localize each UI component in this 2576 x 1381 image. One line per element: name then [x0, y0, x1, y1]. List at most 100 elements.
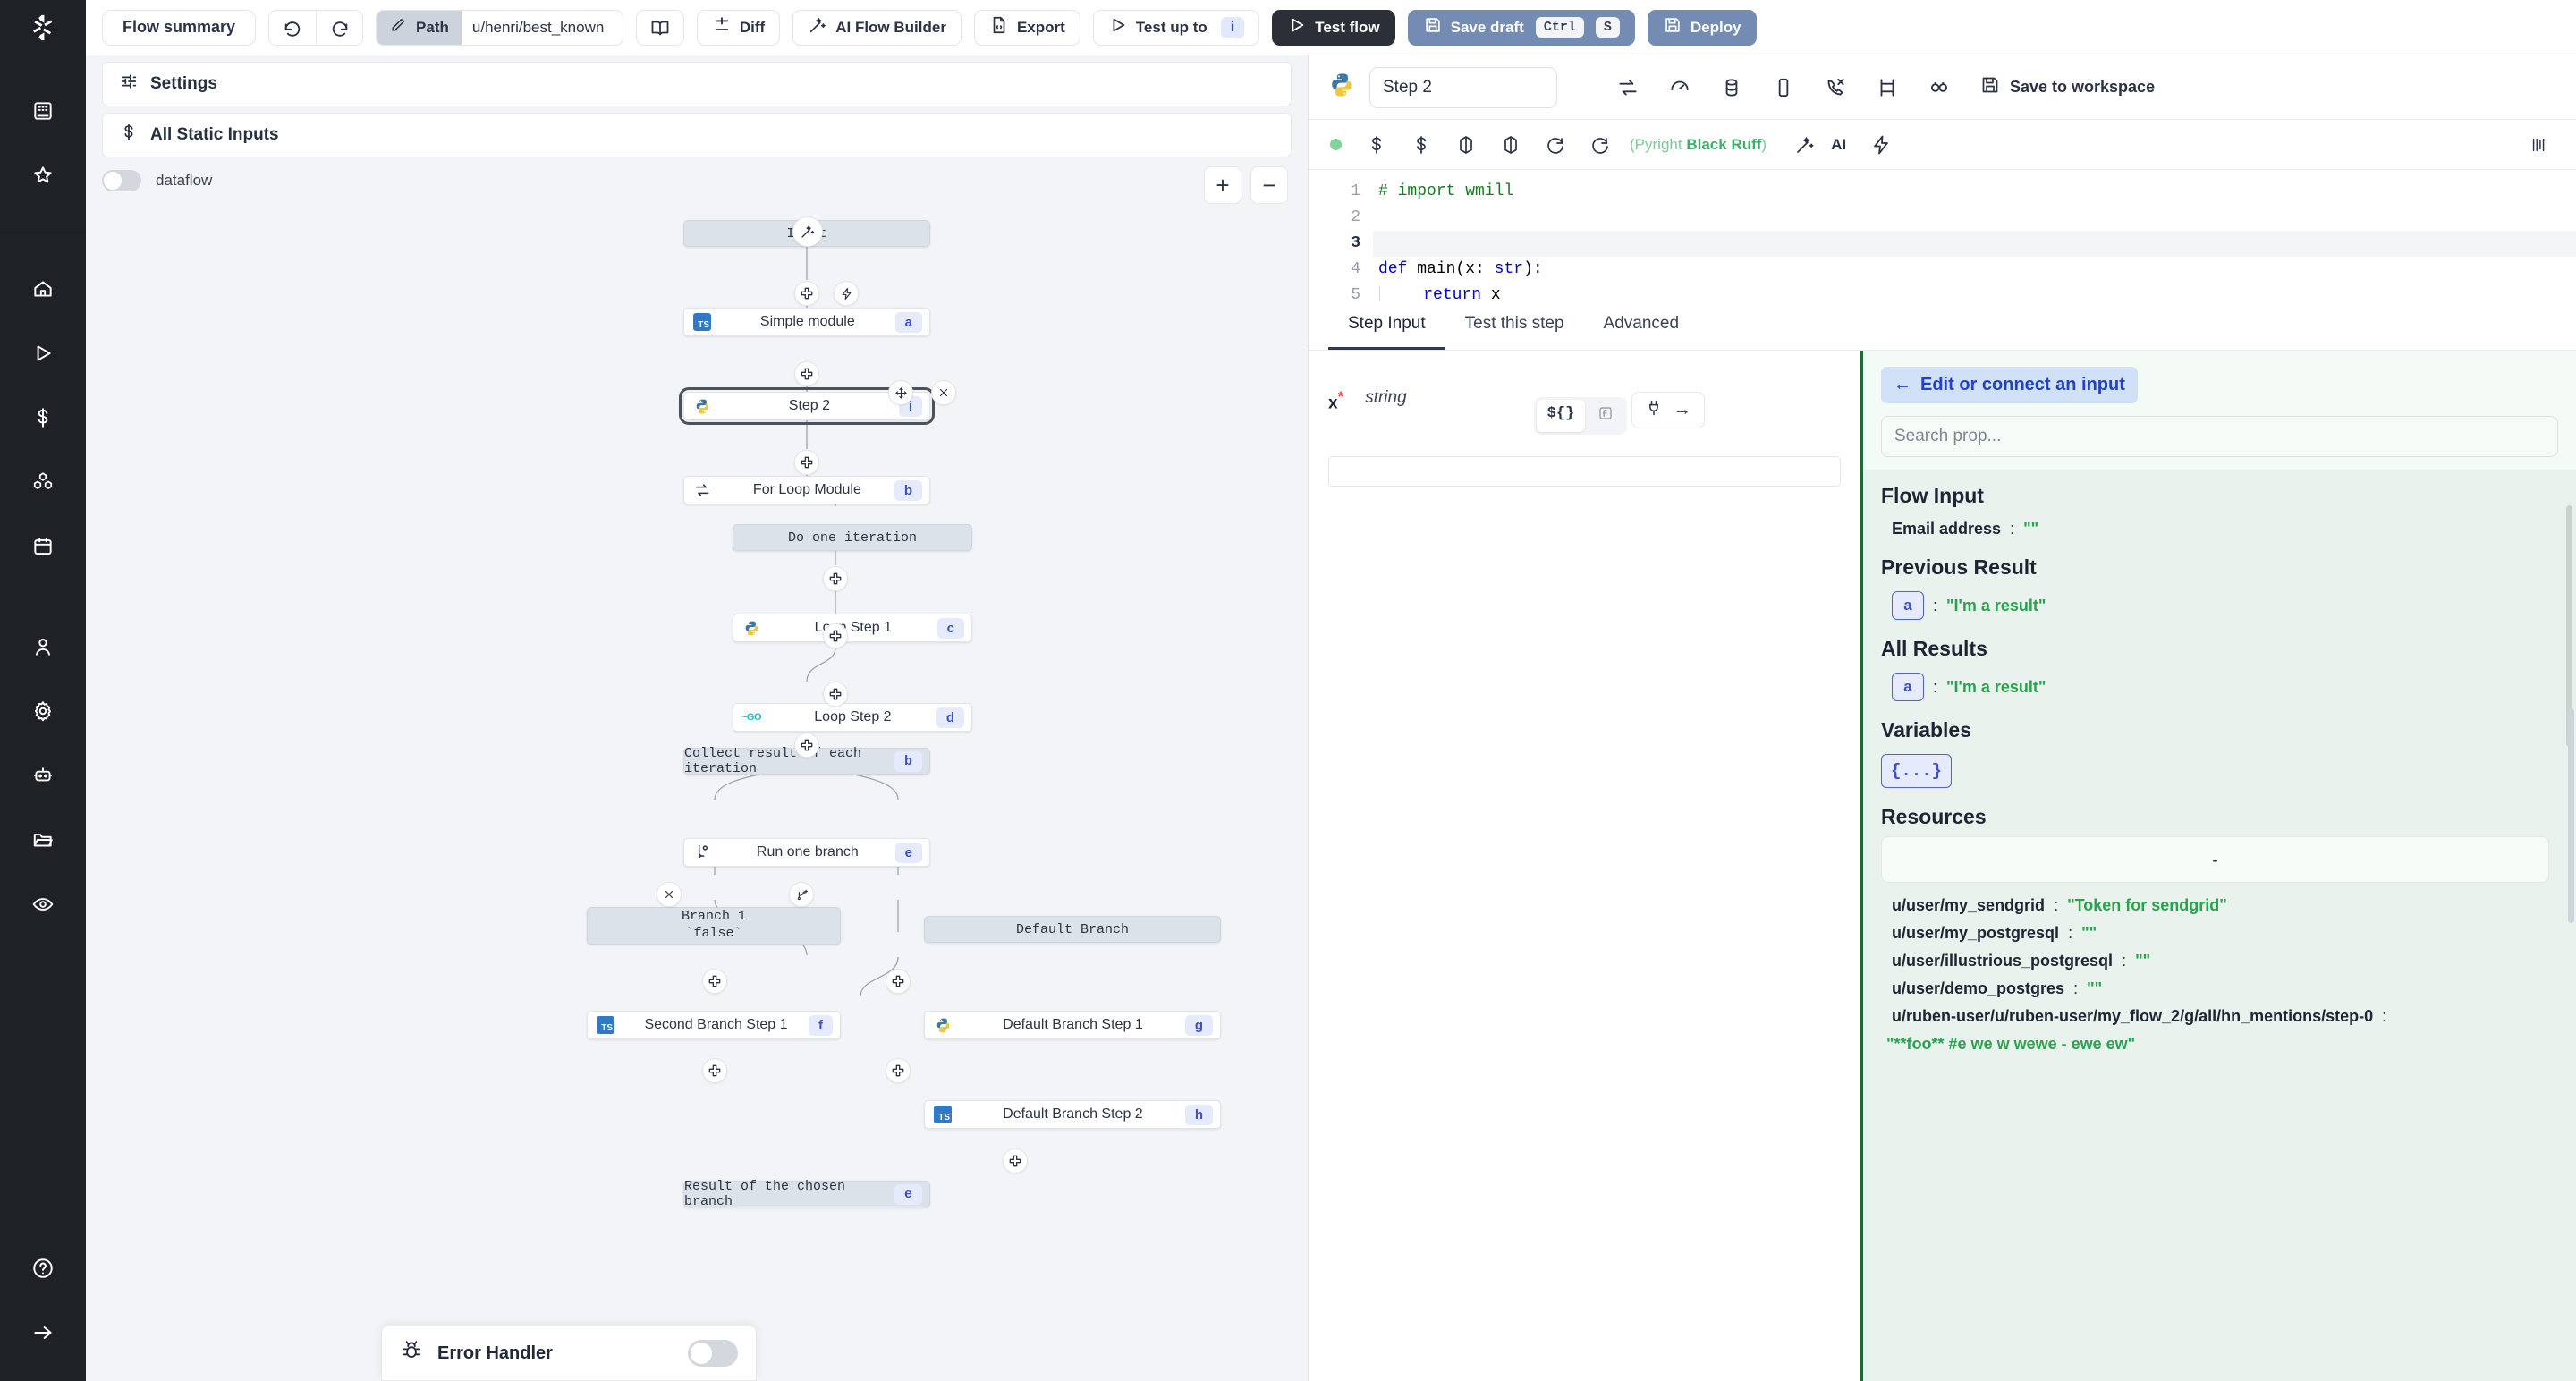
add-step-button[interactable]	[702, 969, 727, 994]
flow-node-do-one-iteration[interactable]: Do one iteration	[733, 524, 972, 551]
flow-node-default-branch[interactable]: Default Branch	[924, 916, 1221, 943]
edit-or-connect-input-button[interactable]: ← Edit or connect an input	[1881, 367, 2138, 403]
add-step-button[interactable]	[886, 1058, 911, 1083]
kv-row[interactable]: u/user/my_sendgrid : "Token for sendgrid…	[1881, 892, 2558, 919]
reset-icon[interactable]	[1581, 126, 1619, 164]
database-icon[interactable]	[1713, 69, 1750, 106]
kv-row[interactable]: u/user/demo_postgres : ""	[1881, 975, 2558, 1003]
delete-node-button[interactable]	[931, 380, 956, 405]
tab-step-input[interactable]: Step Input	[1328, 301, 1445, 350]
save-to-workspace-button[interactable]: Save to workspace	[1979, 74, 2155, 100]
add-step-button[interactable]	[702, 1058, 727, 1083]
zoom-in-button[interactable]: +	[1204, 166, 1241, 204]
sidebar-item-workspace[interactable]	[18, 79, 68, 143]
flow-node-chosen-branch-result[interactable]: Result of the chosen branch e	[683, 1179, 930, 1209]
sidebar-item-settings[interactable]	[18, 679, 68, 743]
minimap-icon[interactable]	[2521, 126, 2558, 164]
ai-label[interactable]: AI	[1831, 135, 1847, 153]
move-node-handle[interactable]	[888, 380, 913, 405]
add-step-button[interactable]	[794, 733, 819, 758]
variable-insert-icon[interactable]	[1358, 126, 1395, 164]
flow-node-simple-module[interactable]: TS Simple module a	[683, 308, 930, 336]
kv-row[interactable]: Email address : ""	[1881, 515, 2558, 543]
error-handler-panel[interactable]: Error Handler	[381, 1326, 757, 1381]
package-lock-icon[interactable]	[1492, 126, 1530, 164]
export-button[interactable]: Export	[973, 9, 1080, 46]
connect-panel-scroll[interactable]: Flow Input Email address : "" Previous R…	[1863, 470, 2576, 1381]
flow-node-branch-1[interactable]: Branch 1 `false`	[587, 907, 841, 945]
result-chip[interactable]: a	[1892, 673, 1924, 701]
add-step-button[interactable]	[823, 623, 848, 648]
sidebar-item-workers[interactable]	[18, 743, 68, 808]
add-step-button[interactable]	[794, 361, 819, 386]
mode-static-button[interactable]	[1587, 400, 1624, 432]
sidebar-item-user[interactable]	[18, 614, 68, 679]
dataflow-toggle[interactable]	[102, 170, 141, 191]
add-branch-button[interactable]	[789, 882, 814, 907]
mock-icon[interactable]	[1920, 69, 1958, 106]
sidebar-item-favorites[interactable]	[18, 143, 68, 208]
diff-button[interactable]: Diff	[696, 9, 781, 46]
code-editor[interactable]: 1 2 3 4 5 # import wmill def main(x: str…	[1309, 170, 2576, 301]
kv-row[interactable]: u/user/illustrious_postgresql : ""	[1881, 947, 2558, 975]
sidebar-item-audit-logs[interactable]	[18, 872, 68, 936]
format-lightning-icon[interactable]	[1862, 126, 1900, 164]
flow-node-for-loop[interactable]: For Loop Module b	[683, 476, 930, 504]
redo-icon[interactable]	[316, 10, 363, 45]
retries-icon[interactable]	[1609, 69, 1647, 106]
static-inputs-accordion[interactable]: All Static Inputs	[102, 113, 1292, 157]
sidebar-item-resources[interactable]	[18, 450, 68, 514]
ai-flow-builder-button[interactable]: AI Flow Builder	[792, 9, 962, 46]
flow-node-default-branch-step-2[interactable]: TS Default Branch Step 2 h	[924, 1100, 1221, 1129]
sidebar-item-help[interactable]	[18, 1236, 68, 1301]
error-handler-toggle[interactable]	[688, 1340, 738, 1367]
connect-input-button[interactable]: →	[1631, 392, 1705, 428]
suspend-gate-icon[interactable]	[1868, 69, 1906, 106]
code-text[interactable]: # import wmill def main(x: str): return …	[1373, 170, 2576, 301]
test-up-to-button[interactable]: Test up to i	[1092, 9, 1260, 46]
sidebar-item-expand[interactable]	[18, 1301, 68, 1365]
add-step-button[interactable]	[823, 682, 848, 707]
flow-node-loop-step-2[interactable]: ~GO Loop Step 2 d	[733, 703, 972, 732]
tab-advanced[interactable]: Advanced	[1603, 314, 1680, 333]
test-flow-button[interactable]: Test flow	[1272, 9, 1395, 46]
sidebar-item-home[interactable]	[18, 257, 68, 321]
add-step-button[interactable]	[886, 969, 911, 994]
stopwatch-icon[interactable]	[1661, 69, 1699, 106]
kv-row[interactable]: a : "I'm a result"	[1881, 668, 2558, 706]
resources-empty-box[interactable]: -	[1881, 836, 2549, 883]
resource-insert-icon[interactable]	[1402, 126, 1440, 164]
package-icon[interactable]	[1447, 126, 1485, 164]
reload-icon[interactable]	[1537, 126, 1574, 164]
add-step-button[interactable]	[823, 566, 848, 591]
flow-summary-button[interactable]: Flow summary	[102, 9, 257, 46]
search-prop-input[interactable]	[1881, 416, 2558, 457]
add-trigger-button[interactable]	[834, 281, 859, 306]
windmill-logo-icon[interactable]	[0, 0, 86, 55]
path-label-block[interactable]: Path	[377, 10, 462, 45]
add-step-button[interactable]	[1003, 1148, 1028, 1173]
path-input[interactable]	[461, 10, 623, 45]
kv-row[interactable]: a : "I'm a result"	[1881, 587, 2558, 624]
magic-wand-icon[interactable]	[1786, 126, 1824, 164]
book-icon[interactable]	[635, 9, 684, 46]
add-step-button[interactable]	[794, 450, 819, 475]
concurrency-icon[interactable]	[1765, 69, 1802, 106]
save-draft-button[interactable]: Save draft Ctrl S	[1407, 9, 1635, 46]
kv-row[interactable]: {...}	[1881, 750, 2558, 792]
flow-node-second-branch-step-1[interactable]: TS Second Branch Step 1 f	[587, 1011, 841, 1039]
kv-row[interactable]: u/user/my_postgresql : ""	[1881, 919, 2558, 947]
ai-step-button[interactable]	[792, 216, 823, 247]
mode-dynamic-button[interactable]: ${}	[1536, 400, 1586, 432]
flow-node-default-branch-step-1[interactable]: Default Branch Step 1 g	[924, 1011, 1221, 1039]
flow-canvas[interactable]: Input TS Simple	[86, 191, 1308, 1381]
deploy-button[interactable]: Deploy	[1647, 9, 1757, 46]
zoom-out-button[interactable]: −	[1250, 166, 1288, 204]
undo-icon[interactable]	[269, 10, 317, 45]
flow-node-run-one-branch[interactable]: Run one branch e	[683, 838, 930, 867]
kv-row[interactable]: "**foo** #e we w wewe - ewe ew"	[1881, 1030, 2558, 1058]
remove-branch-button[interactable]	[657, 882, 682, 907]
arg-value-input[interactable]	[1328, 456, 1841, 487]
result-chip[interactable]: a	[1892, 591, 1924, 620]
connect-panel-scrollbar[interactable]	[2566, 505, 2572, 747]
